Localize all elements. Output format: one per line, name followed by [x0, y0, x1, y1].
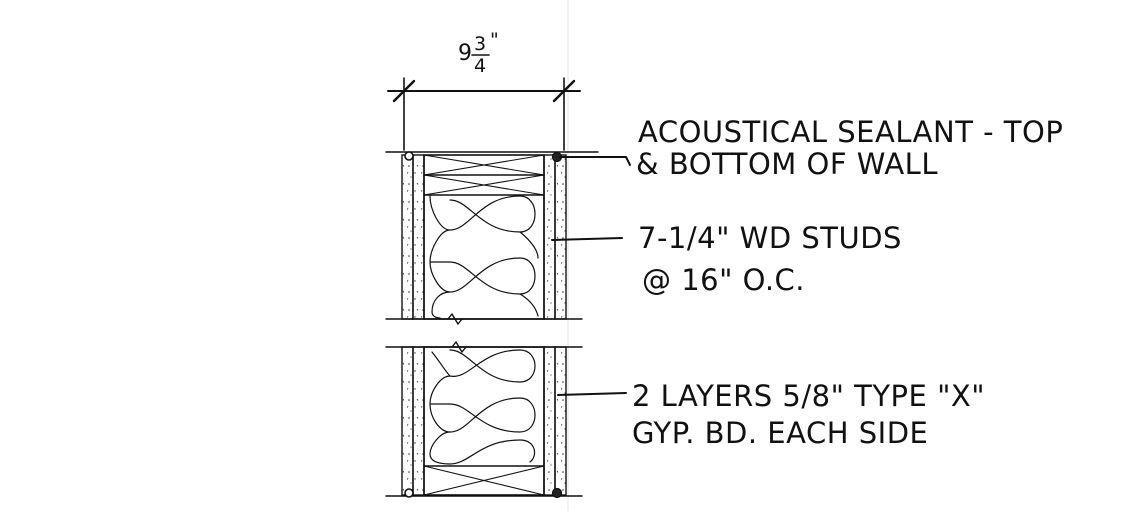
note-gypsum-line-1: 2 LAYERS 5/8" TYPE "X": [632, 379, 985, 413]
note-sealant-line-1: ACOUSTICAL SEALANT - TOP: [638, 115, 1063, 149]
note-gypsum-board: 2 LAYERS 5/8" TYPE "X" GYP. BD. EACH SID…: [632, 379, 985, 450]
sealant-bead-top-left: [404, 151, 414, 161]
leader-studs: [551, 237, 623, 241]
dimension-tick-right: [552, 79, 576, 103]
stud-cavity-lower: [423, 346, 545, 496]
sealant-bead-bottom-right: [551, 487, 563, 499]
dimension-denominator: 4: [474, 55, 486, 77]
top-plate-cross-2: [423, 174, 545, 196]
gypsum-board-right-inner-lower: [543, 346, 556, 496]
dimension-9-3-4: 9 3 4 ": [387, 29, 581, 151]
gypsum-board-left-outer-lower: [401, 346, 414, 496]
gypsum-board-right-outer: [554, 154, 567, 320]
note-wood-studs: 7-1/4" WD STUDS @ 16" O.C.: [638, 221, 902, 297]
stud-cavity: [423, 154, 545, 320]
leader-lines: [551, 156, 631, 396]
dimension-tick-left: [392, 79, 416, 103]
note-gypsum-line-2: GYP. BD. EACH SIDE: [632, 416, 928, 450]
gypsum-board-left-inner: [412, 154, 425, 320]
note-studs-line-2: @ 16" O.C.: [642, 263, 805, 297]
gypsum-board-left-inner-lower: [412, 346, 425, 496]
wall-section-upper: [385, 151, 599, 325]
dimension-unit: ": [490, 29, 499, 51]
dimension-whole: 9: [458, 41, 472, 66]
wall-section-lower: [385, 341, 583, 499]
leader-sealant: [559, 156, 631, 166]
dimension-numerator: 3: [474, 33, 486, 55]
bottom-plate-cross: [423, 465, 545, 496]
note-studs-line-1: 7-1/4" WD STUDS: [638, 221, 902, 255]
batt-insulation-lower: [429, 349, 536, 465]
leader-gypsum: [557, 392, 627, 396]
top-plate-cross-1: [423, 154, 545, 176]
sealant-bead-bottom-left: [404, 488, 414, 498]
gypsum-board-right-inner: [543, 154, 556, 320]
note-sealant-line-2: & BOTTOM OF WALL: [636, 147, 938, 181]
note-acoustical-sealant: ACOUSTICAL SEALANT - TOP & BOTTOM OF WAL…: [636, 115, 1063, 181]
batt-insulation-upper: [429, 195, 539, 319]
gypsum-board-right-outer-lower: [554, 346, 567, 496]
gypsum-board-left-outer: [401, 154, 414, 320]
